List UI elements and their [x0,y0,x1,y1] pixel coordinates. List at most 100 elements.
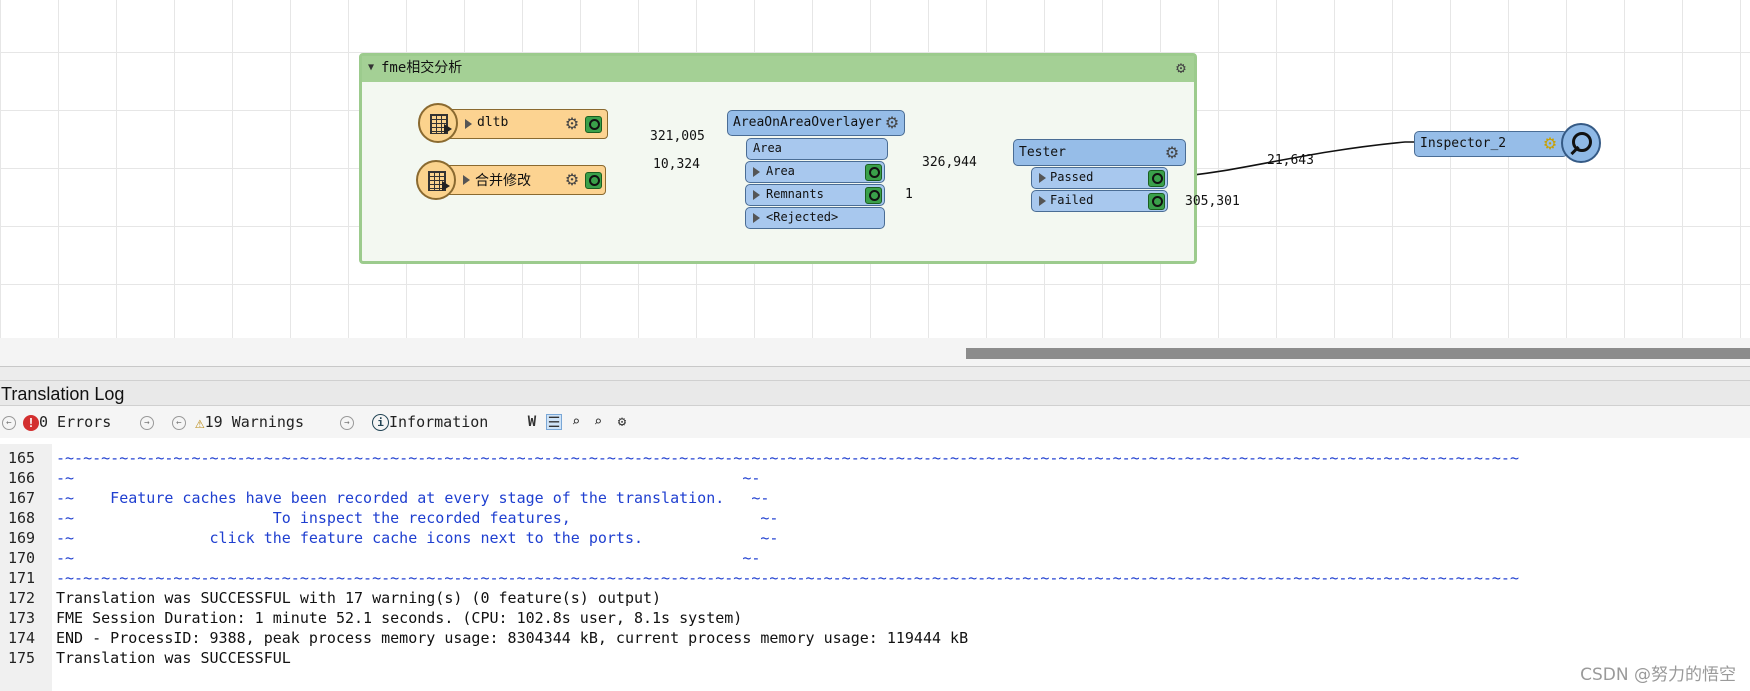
panel-splitter[interactable] [0,366,1750,381]
prev-warning-button[interactable]: ← [172,406,186,438]
transformer-areaonareaoverlayer[interactable]: AreaOnAreaOverlayer ⚙ [727,110,905,136]
line-number: 168 [8,509,36,527]
feature-cache-icon[interactable] [585,116,602,133]
gear-icon[interactable]: ⚙ [1164,143,1180,162]
transformer-name: Inspector_2 [1420,136,1507,151]
watermark: CSDN @努力的悟空 [1580,665,1736,685]
line-number: 175 [8,649,36,667]
port-label: <Rejected> [766,210,839,224]
log-line: 167-~ Feature caches have been recorded … [0,488,1750,508]
expand-triangle-icon[interactable] [465,119,472,129]
log-line: 174 END - ProcessID: 9388, peak process m… [0,628,1750,648]
gear-icon[interactable]: ⚙ [564,114,580,133]
wire-passed-inspector [1172,141,1415,178]
output-port-passed[interactable]: Passed [1031,167,1168,189]
expand-triangle-icon[interactable] [753,167,760,177]
feature-cache-icon[interactable] [1148,193,1165,210]
line-number: 169 [8,529,36,547]
log-line: 171-~-~-~-~-~-~-~-~-~-~-~-~-~-~-~-~-~-~-… [0,568,1750,588]
find-next-icon[interactable]: ⌕ [593,414,603,430]
expand-triangle-icon[interactable] [463,175,470,185]
log-line-text: -~ ~- [56,469,761,487]
gear-icon[interactable]: ⚙ [1176,58,1186,77]
port-label: Passed [1050,170,1094,184]
reader-hebingxiugai[interactable]: 合并修改 ⚙ [434,165,606,195]
panel-title: Translation Log [0,380,1750,406]
feature-cache-icon[interactable] [865,164,882,181]
log-line-text: -~ To inspect the recorded features, ~- [56,509,779,527]
word-wrap-icon[interactable]: W [527,414,537,430]
horizontal-scrollbar[interactable] [966,348,1750,359]
output-port-rejected[interactable]: <Rejected> [745,207,885,229]
log-line: 165-~-~-~-~-~-~-~-~-~-~-~-~-~-~-~-~-~-~-… [0,448,1750,468]
log-line-text: FME Session Duration: 1 minute 52.1 seco… [56,609,743,627]
collapse-triangle-icon[interactable]: ▼ [368,62,375,73]
arrow-right-icon: → [140,415,154,430]
reader-name: dltb [477,115,509,130]
arrow-right-icon: → [340,415,354,430]
line-number-gutter [0,444,52,691]
log-line-text: Translation was SUCCESSFUL with 17 warni… [56,589,662,607]
list-view-icon[interactable]: ☰ [546,414,562,431]
bookmark-header[interactable]: ▼ fme相交分析 ⚙ [362,56,1194,82]
next-error-button[interactable]: → [140,406,154,438]
expand-triangle-icon[interactable] [1039,196,1046,206]
prev-error-button[interactable]: ← [2,406,16,438]
gear-icon[interactable]: ⚙ [564,170,580,189]
feature-count: 1 [905,187,913,202]
input-port-area[interactable]: Area [746,138,888,160]
errors-label: 0 Errors [39,413,112,431]
log-line-text: END - ProcessID: 9388, peak process memo… [56,629,969,647]
line-number: 173 [8,609,36,627]
reader-name: 合并修改 [475,173,531,189]
port-label: Area [766,164,795,178]
arrow-left-icon: ← [2,415,16,430]
gear-icon[interactable]: ⚙ [1542,134,1558,153]
feature-count: 321,005 [650,129,705,144]
feature-count: 326,944 [922,155,977,170]
log-line-text: -~ click the feature cache icons next to… [56,529,779,547]
warnings-label: 19 Warnings [204,413,304,431]
output-port-failed[interactable]: Failed [1031,190,1168,212]
errors-filter[interactable]: !0 Errors [23,406,111,438]
feature-cache-icon[interactable] [865,187,882,204]
feature-count: 21,643 [1267,153,1314,168]
feature-cache-icon[interactable] [1148,170,1165,187]
log-text-area[interactable]: 165-~-~-~-~-~-~-~-~-~-~-~-~-~-~-~-~-~-~-… [0,444,1750,691]
transformer-name: Tester [1019,145,1066,160]
feature-cache-icon[interactable] [585,172,602,189]
feature-count: 10,324 [653,157,700,172]
port-label: Failed [1050,193,1094,207]
output-port-area[interactable]: Area [745,161,885,183]
find-icon[interactable]: ⌕ [571,414,581,430]
transformer-inspector[interactable]: Inspector_2 ⚙ [1414,131,1568,157]
log-line: 169 -~ click the feature cache icons next… [0,528,1750,548]
reader-dltb[interactable]: dltb ⚙ [436,109,608,139]
reader-table-icon [416,160,456,200]
log-line-text: Translation was SUCCESSFUL [56,649,291,667]
info-icon: i [372,414,389,431]
transformer-name: AreaOnAreaOverlayer [733,115,882,130]
output-port-remnants[interactable]: Remnants [745,184,885,206]
warning-icon: ⚠ [195,412,205,432]
workspace-canvas[interactable]: ▼ fme相交分析 ⚙ dltb ⚙ 321,005 合并修改 ⚙ 10,324… [0,0,1750,345]
log-line-text: -~-~-~-~-~-~-~-~-~-~-~-~-~-~-~-~-~-~-~-~… [56,449,1519,467]
expand-triangle-icon[interactable] [753,213,760,223]
log-line: 175 Translation was SUCCESSFUL [0,648,1750,668]
expand-triangle-icon[interactable] [1039,173,1046,183]
line-number: 174 [8,629,36,647]
settings-gear-icon[interactable]: ⚙ [617,414,627,430]
port-label: Area [753,141,782,155]
log-line: 168 -~ To inspect the recorded features, … [0,508,1750,528]
expand-triangle-icon[interactable] [753,190,760,200]
gear-icon[interactable]: ⚙ [884,113,900,132]
feature-count: 305,301 [1185,194,1240,209]
line-number: 170 [8,549,36,567]
bookmark-title: fme相交分析 [381,60,463,76]
next-warning-button[interactable]: → [340,406,354,438]
warnings-filter[interactable]: ⚠19 Warnings [195,406,304,438]
transformer-tester[interactable]: Tester ⚙ [1013,139,1186,166]
